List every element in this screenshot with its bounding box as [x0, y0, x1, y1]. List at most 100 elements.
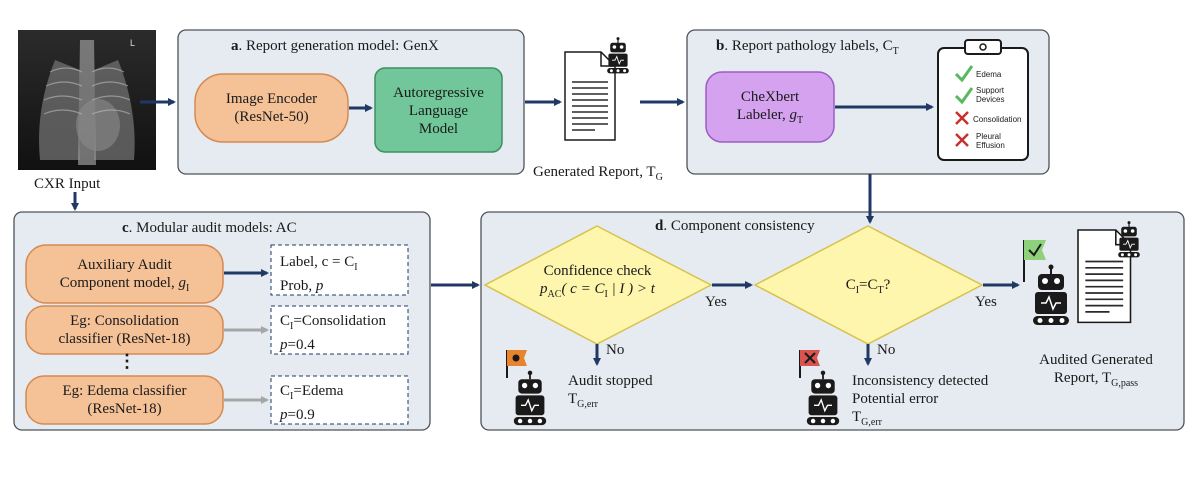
clipboard-item-devices: Devices	[976, 95, 1005, 104]
cxr-image: L	[18, 30, 156, 170]
audited-t: Report, T	[1053, 370, 1112, 386]
chexbert-label: CheXbert Labeler, gT	[706, 88, 834, 130]
aux-out-var: p	[315, 278, 324, 294]
clipboard-item-pleural: Pleural	[976, 132, 1001, 141]
clipboard-item-effusion: Effusion	[976, 141, 1005, 150]
consolidation-output-label: CI=Consolidation p=0.4	[280, 312, 386, 354]
incons-t: T	[852, 409, 862, 425]
no-label-2: No	[877, 342, 896, 358]
aux-out-line2: Prob, p	[280, 277, 358, 295]
encoder-line1: Image Encoder	[225, 91, 318, 107]
incons-line1: Inconsistency detected	[852, 373, 989, 389]
conf-p: p	[540, 281, 548, 297]
panel-d-title-text: . Component consistency	[663, 218, 815, 234]
panel-b-title: b. Report pathology labels, CT	[716, 37, 899, 61]
clipboard-icon	[937, 39, 1029, 161]
generated-report-icon	[564, 51, 616, 141]
aux-out-line1-sub: I	[354, 262, 358, 273]
audited-report-label: Audited Generated Report, TG,pass	[1022, 351, 1170, 393]
cons-line1: Eg: Consolidation	[70, 313, 179, 329]
conf-line2: pAC( c = CI | I ) > t	[495, 280, 700, 304]
flag-icon-error	[799, 350, 820, 378]
audited-line1: Audited Generated	[1039, 352, 1153, 368]
generated-report-text: Generated Report, T	[533, 164, 656, 180]
cons-out-val: =0.4	[287, 337, 315, 353]
image-encoder-label: Image Encoder (ResNet-50)	[195, 90, 348, 126]
edema-out-line2: p=0.9	[280, 406, 343, 424]
aux-out-line1-text: Label, c = C	[280, 254, 355, 270]
aux-line1: Auxiliary Audit	[77, 257, 172, 273]
cmp-a-sub: I	[855, 285, 860, 296]
chexbert-line2-text: Labeler,	[736, 107, 790, 123]
aux-var: g	[178, 275, 186, 291]
edema-output-label: CI=Edema p=0.9	[280, 382, 343, 424]
cons-out-line1: CI=Consolidation	[280, 312, 386, 336]
aux-line2: Component model, gI	[26, 274, 223, 298]
consolidation-classifier-box	[25, 305, 224, 355]
lm-line3: Model	[418, 121, 459, 137]
aux-audit-box	[25, 244, 224, 304]
conf-end: | I ) > t	[607, 281, 655, 297]
no-label-1: No	[606, 342, 625, 358]
edema-classifier-label: Eg: Edema classifier (ResNet-18)	[26, 382, 223, 418]
panel-d-letter: d	[655, 218, 664, 234]
cons-out-var: p	[280, 337, 288, 353]
edema-out-sub: I	[290, 391, 294, 402]
edema-classifier-box	[25, 375, 224, 425]
panel-b-title-sub: T	[892, 46, 899, 57]
generated-report-label: Generated Report, TG	[533, 163, 663, 187]
chexbert-sub: T	[797, 115, 804, 126]
panel-a-letter: a	[231, 38, 239, 54]
cmp-end: ?	[883, 277, 891, 293]
aux-audit-label: Auxiliary Audit Component model, gI	[26, 256, 223, 298]
stopped-sub: G,err	[577, 399, 598, 410]
conf-mid-sub: I	[604, 289, 608, 300]
clipboard-item-support: Support	[976, 86, 1005, 95]
edema-out-rest: =Edema	[293, 383, 344, 399]
edema-line2: (ResNet-18)	[87, 401, 162, 417]
encoder-line2: (ResNet-50)	[234, 109, 309, 125]
generated-report-sub: G	[655, 172, 663, 183]
incons-sub: G,err	[861, 417, 882, 428]
aux-out-line1: Label, c = CI	[280, 253, 358, 277]
audited-line2: Report, TG,pass	[1022, 369, 1170, 393]
consistency-check-label: CI=CT?	[818, 276, 918, 300]
cons-out-rest: =Consolidation	[293, 313, 386, 329]
aux-output-label: Label, c = CI Prob, p	[280, 253, 358, 295]
cmp-a: C	[845, 277, 856, 293]
cmp-b-sub: T	[877, 285, 884, 296]
ellipsis: ⋮	[118, 351, 136, 371]
consolidation-classifier-label: Eg: Consolidation classifier (ResNet-18)	[26, 312, 223, 348]
yes-label-1: Yes	[705, 294, 727, 310]
confidence-check-label: Confidence check pAC( c = CI | I ) > t	[495, 262, 700, 304]
edema-out-val: =0.9	[287, 407, 315, 423]
cons-out-line2: p=0.4	[280, 336, 386, 354]
chexbert-line2: Labeler, gT	[706, 106, 834, 130]
clipboard-item-edema: Edema	[976, 70, 1002, 79]
aux-line2-text: Component model,	[59, 275, 179, 291]
panel-c-letter: c	[122, 220, 129, 236]
aux-output-box	[270, 244, 409, 296]
panel-a-title-text: . Report generation model: GenX	[238, 38, 439, 54]
panel-d-title: d. Component consistency	[655, 217, 815, 235]
conf-p-sub: AC	[547, 289, 562, 300]
clipboard-item-consolidation: Consolidation	[973, 115, 1022, 124]
conf-line1: Confidence check	[543, 263, 652, 279]
stopped-line2: TG,err	[568, 390, 653, 414]
incons-line3: TG,err	[852, 408, 988, 432]
panel-c-title: c. Modular audit models: AC	[122, 219, 297, 237]
edema-output-box	[270, 375, 409, 425]
cons-out-c: C	[280, 313, 291, 329]
panel-b-title-text: . Report pathology labels, C	[724, 38, 893, 54]
edema-out-c: C	[280, 383, 291, 399]
cxr-input-label: CXR Input	[34, 176, 101, 192]
edema-line1: Eg: Edema classifier	[62, 383, 187, 399]
stopped-line1: Audit stopped	[568, 373, 653, 389]
audit-stopped-label: Audit stopped TG,err	[568, 372, 653, 414]
lm-line1: Autoregressive	[393, 85, 484, 101]
incons-line2: Potential error	[852, 391, 939, 407]
inconsistency-label: Inconsistency detected Potential error T…	[852, 372, 988, 432]
panel-b-letter: b	[716, 38, 725, 54]
cons-out-sub: I	[290, 321, 294, 332]
